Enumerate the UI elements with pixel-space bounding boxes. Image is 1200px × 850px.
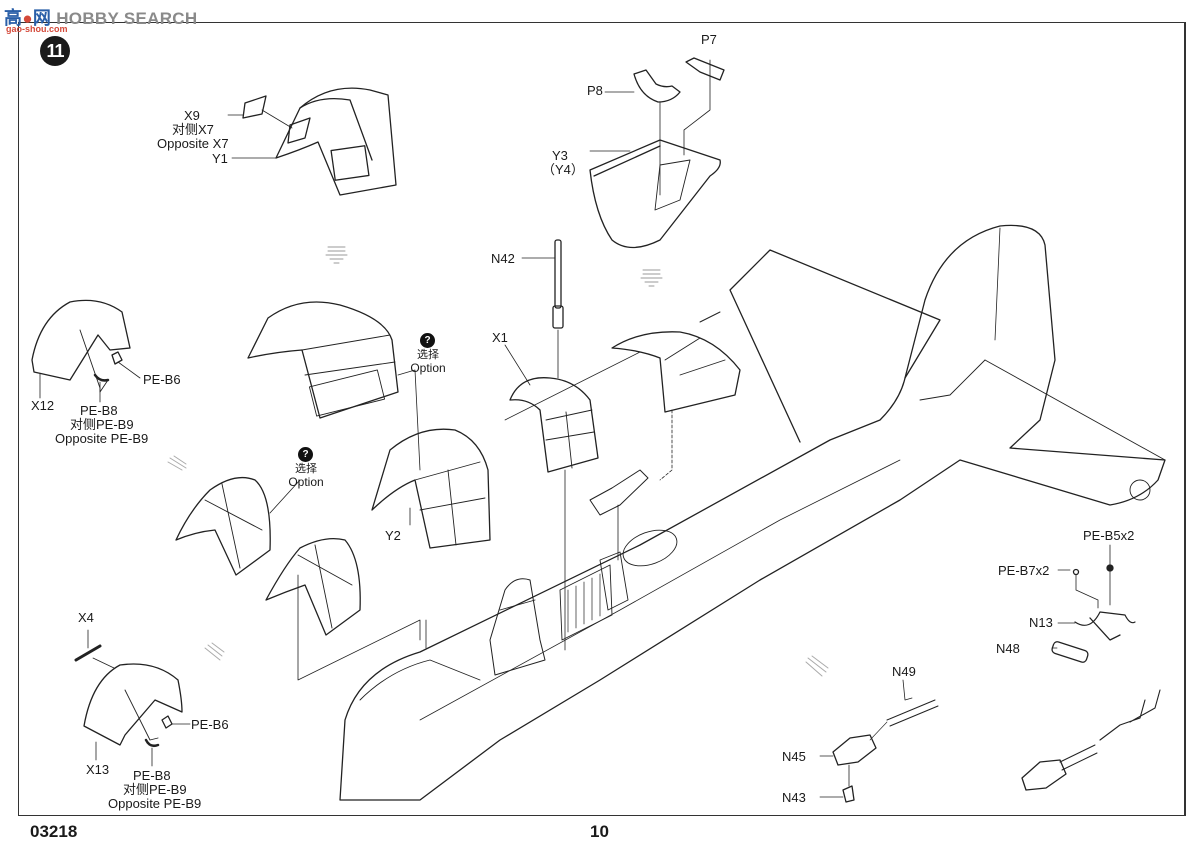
option-badge-2: ? [298,447,313,462]
option-label-2: 选择 Option [288,463,324,489]
label-pe-b9-top-en: Opposite PE-B9 [55,431,149,446]
part-p8 [633,69,681,103]
label-pe-b8-top: PE-B8 [80,403,118,418]
part-canopy-rear [611,331,741,413]
part-canopy-x1 [509,377,599,473]
label-pe-b8-bottom: PE-B8 [133,768,171,783]
option-badge-1: ? [420,333,435,348]
part-n13-mount [1074,611,1136,641]
part-n43 [842,785,855,803]
part-n48 [1051,641,1089,663]
part-canopy-option-1 [247,301,399,419]
part-canopy-option-3 [265,537,361,636]
part-n42-antenna [552,239,564,329]
label-n49: N49 [892,664,916,679]
label-y4: （Y4） [542,162,584,177]
part-canopy-y2 [371,428,491,549]
label-x9: X9 [184,108,200,123]
label-p8: P8 [587,83,603,98]
watermark-site: gao-shou.com [6,24,68,34]
label-p7: P7 [701,32,717,47]
part-n49-barrels [886,699,939,727]
part-seat [489,578,546,676]
label-pe-b9-bottom-cn: 对侧PE-B9 [123,782,187,797]
part-rear-gun [589,469,649,516]
step-number-badge: 11 [40,36,70,66]
label-x1: X1 [492,330,508,345]
part-canopy-y1 [275,87,397,196]
label-pe-b6-bottom: PE-B6 [191,717,229,732]
label-x4: X4 [78,610,94,625]
label-n43: N43 [782,790,806,805]
part-fuselage [339,224,1166,801]
label-n13: N13 [1029,615,1053,630]
label-x9-opposite-cn: 对侧X7 [172,122,214,137]
part-x9-window [242,95,267,119]
part-x12 [31,299,131,381]
label-y2: Y2 [385,528,401,543]
direction-arrow-3 [167,455,187,471]
label-n45: N45 [782,749,806,764]
direction-arrow-5 [805,655,829,677]
part-pe-b6-bottom [161,715,173,729]
part-n45-gun-body [832,734,877,766]
product-code: 03218 [30,822,78,841]
page-number: 10 [590,822,609,841]
part-x4 [74,644,102,662]
part-p7 [685,57,725,81]
watermark-logo: 高●网 HOBBY SEARCH [4,8,198,28]
label-pe-b6-top: PE-B6 [143,372,181,387]
label-pe-b7: PE-B7x2 [998,563,1050,578]
label-y3: Y3 [552,148,568,163]
direction-arrow-2 [640,269,663,287]
label-n42: N42 [491,251,515,266]
part-x13 [83,663,183,746]
instruction-frame [18,22,1186,816]
label-x12: X12 [31,398,55,413]
part-pe-b6-top [111,351,123,365]
label-pe-b5: PE-B5x2 [1083,528,1135,543]
part-canopy-option-2 [175,476,271,576]
label-y1: Y1 [212,151,228,166]
label-pe-b9-bottom-en: Opposite PE-B9 [108,796,202,811]
label-x9-opposite-en: Opposite X7 [157,136,229,151]
label-x13: X13 [86,762,110,777]
option-label-1: 选择 Option [410,349,446,375]
part-y3 [589,139,721,249]
part-gun-assembled [1021,689,1161,791]
label-pe-b9-top-cn: 对侧PE-B9 [70,417,134,432]
label-n48: N48 [996,641,1020,656]
part-pe-b7 [1072,568,1080,576]
watermark-brand: HOBBY SEARCH [56,9,198,28]
direction-arrow-4 [204,642,225,661]
direction-arrow-1 [325,246,348,264]
